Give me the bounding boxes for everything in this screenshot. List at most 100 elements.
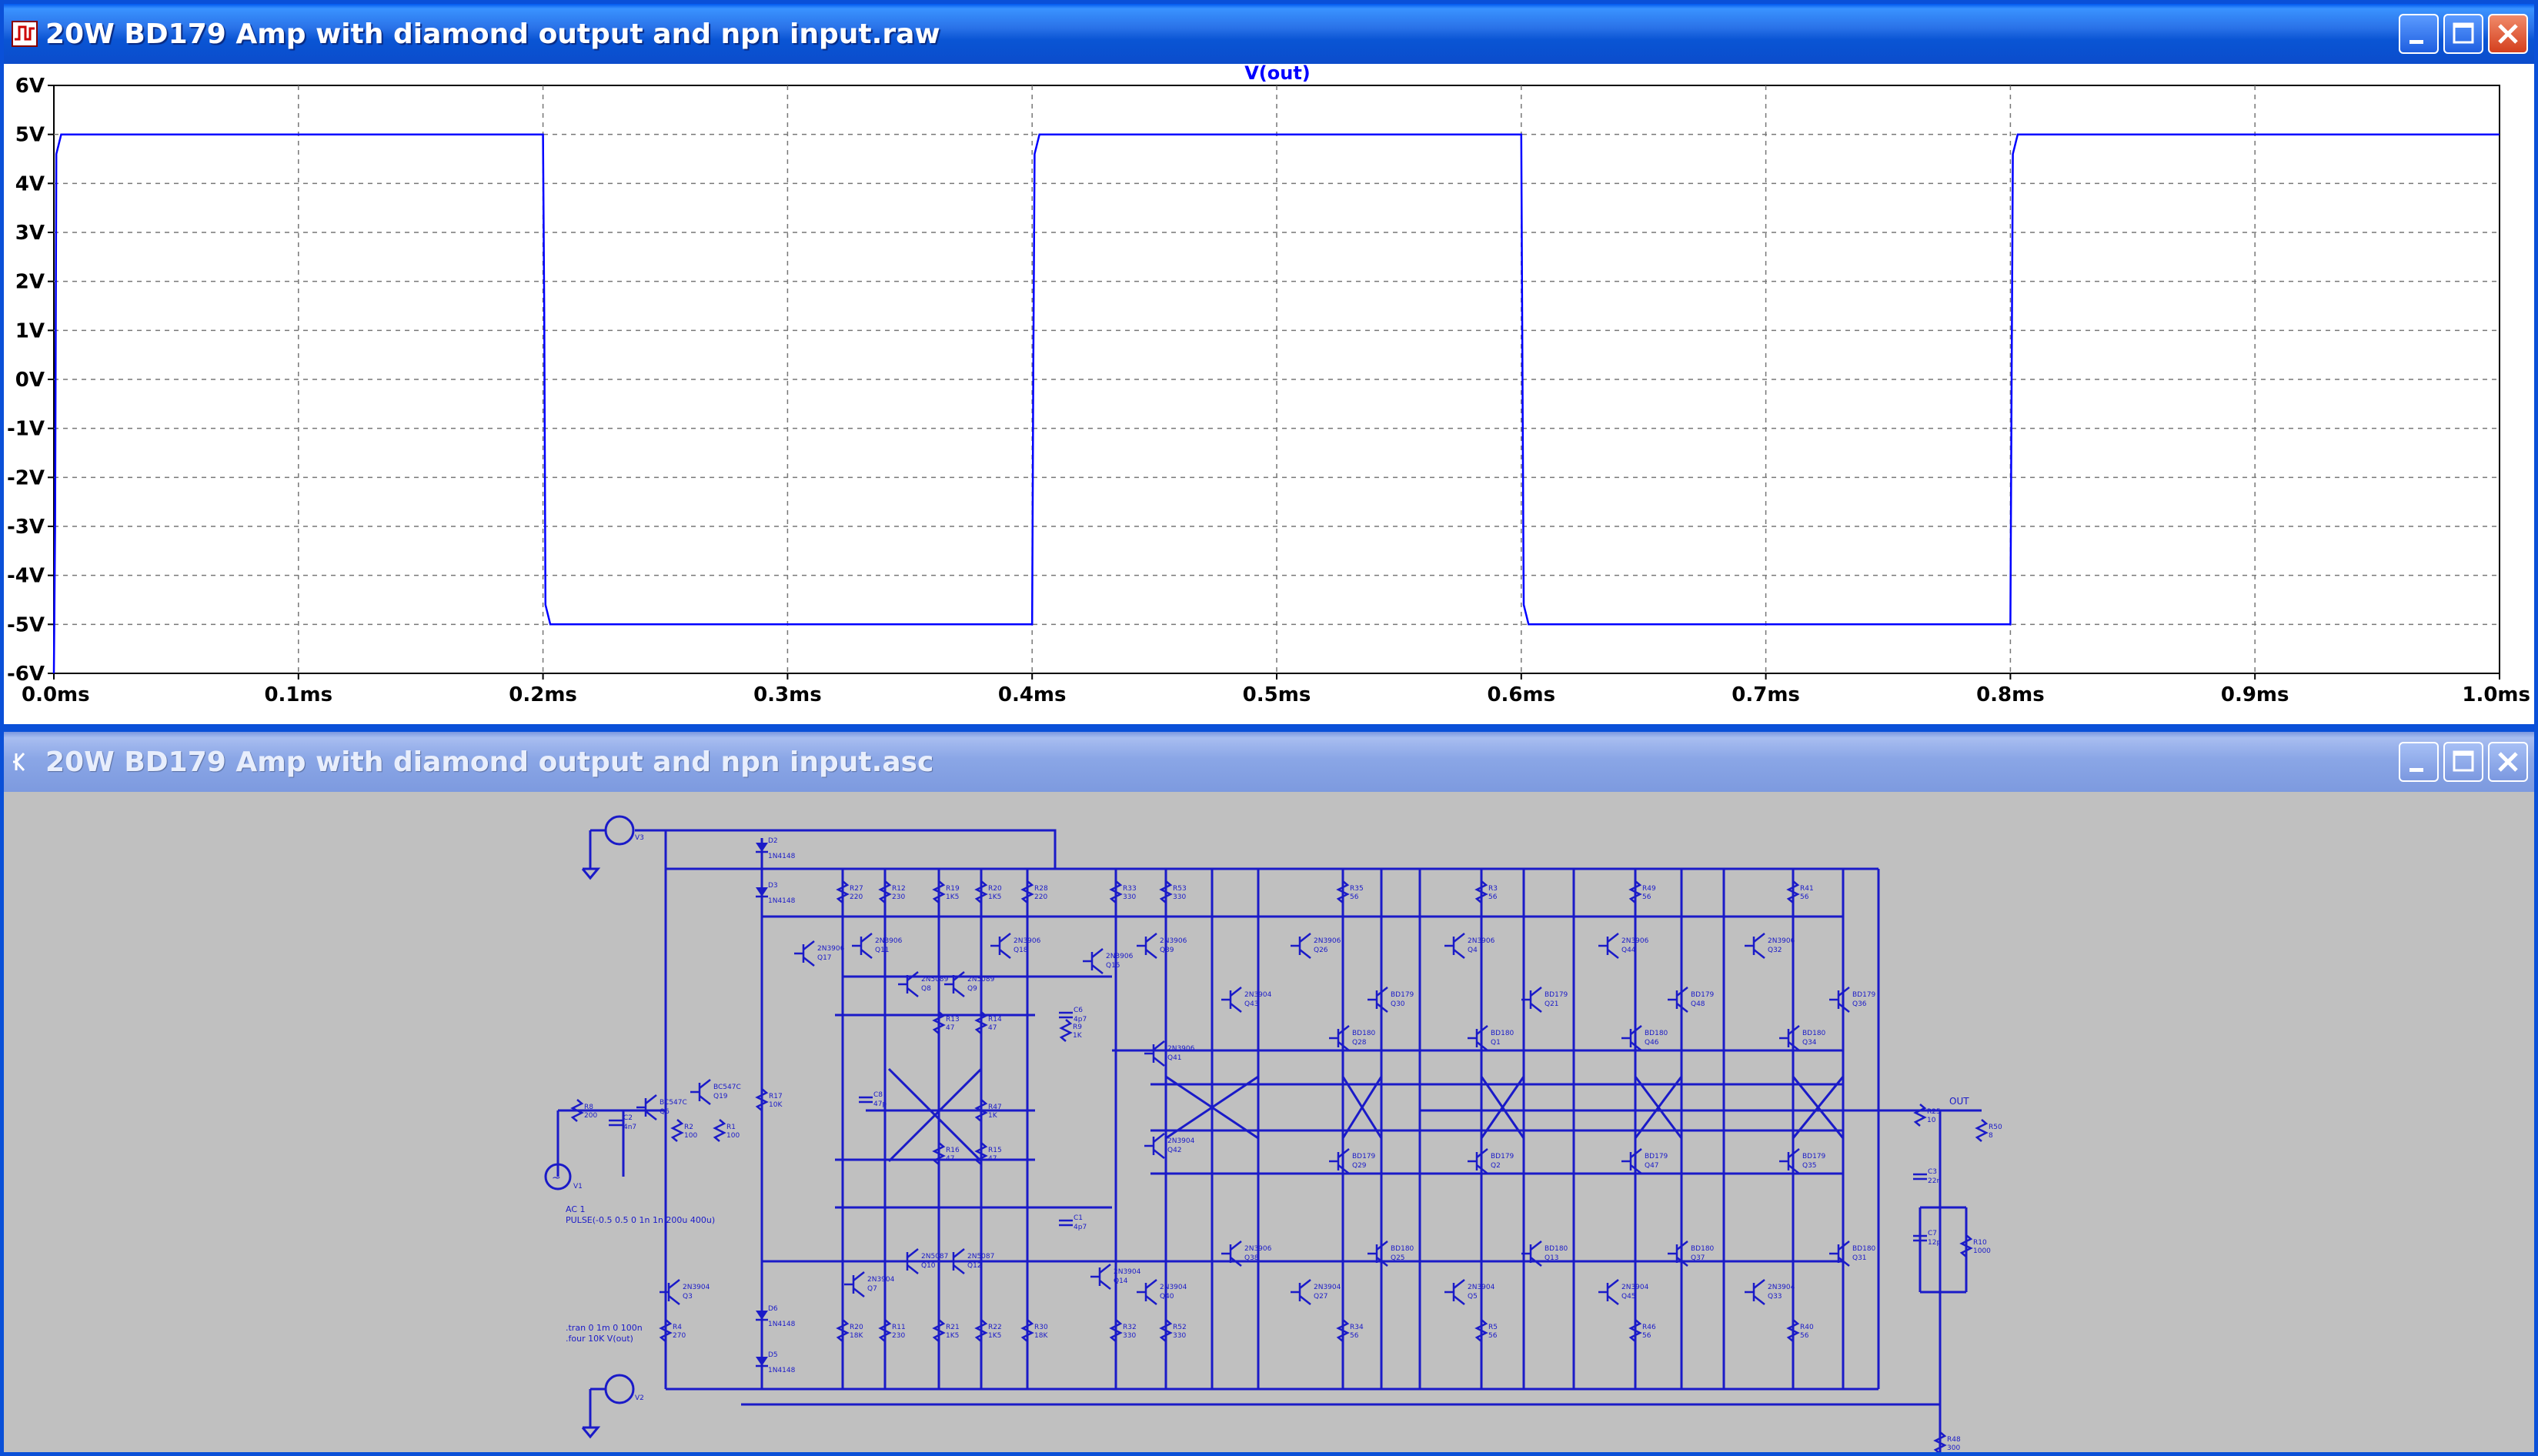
minimize-button[interactable] bbox=[2399, 742, 2439, 782]
close-button[interactable] bbox=[2488, 14, 2528, 54]
pulse-directive[interactable]: PULSE(-0.5 0.5 0 1n 1n 200u 400u) bbox=[566, 1215, 715, 1225]
maximize-button[interactable] bbox=[2443, 14, 2483, 54]
tran-directive[interactable]: .tran 0 1m 0 100n bbox=[566, 1323, 643, 1333]
trace-label[interactable]: V(out) bbox=[1244, 64, 1311, 84]
out-net-label[interactable]: OUT bbox=[1949, 1096, 1969, 1107]
voltage-source-v3[interactable]: ~ bbox=[544, 1163, 572, 1191]
schematic-titlebar[interactable]: 20W BD179 Amp with diamond output and np… bbox=[4, 732, 2534, 792]
series-line-vout[interactable] bbox=[52, 133, 2500, 674]
minimize-button[interactable] bbox=[2399, 14, 2439, 54]
close-button[interactable] bbox=[2488, 742, 2528, 782]
voltage-source-v2[interactable] bbox=[581, 1374, 635, 1439]
voltage-source-v1[interactable] bbox=[581, 815, 635, 880]
four-directive[interactable]: .four 10K V(out) bbox=[566, 1334, 633, 1344]
maximize-button[interactable] bbox=[2443, 742, 2483, 782]
source-ac-label[interactable]: AC 1 bbox=[566, 1204, 586, 1214]
